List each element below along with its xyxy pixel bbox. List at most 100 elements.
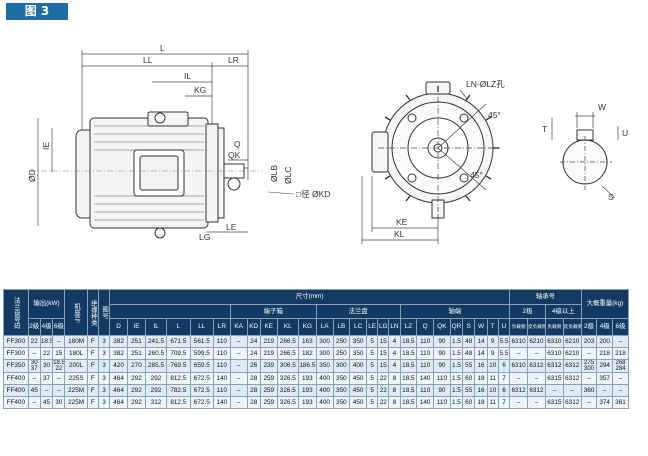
table-cell: 18.5	[399, 396, 418, 409]
table-cell: 382	[109, 347, 129, 360]
dim-angle-top: 45°	[488, 110, 501, 120]
table-cell: 6210	[562, 347, 582, 360]
table-cell: –	[611, 372, 630, 385]
table-cell: 8	[388, 372, 401, 385]
table-cell: –	[527, 347, 546, 360]
th-col-23: QR	[449, 318, 464, 336]
dim-LC: ØLC	[283, 167, 293, 184]
table-cell: 140	[416, 372, 435, 385]
table-cell: 6312	[562, 372, 582, 385]
th-bearing: 轴承号	[509, 289, 582, 305]
table-cell: FF300	[3, 347, 29, 360]
table-cell: 672.5	[189, 372, 215, 385]
table-cell: 350	[332, 396, 351, 409]
table-cell: 6310	[544, 335, 564, 348]
th-shaft: 轴端	[399, 304, 511, 319]
table-cell: 292	[127, 372, 146, 385]
table-cell: 300	[332, 359, 351, 373]
th-col-26: T	[486, 318, 499, 336]
table-cell: 15	[52, 347, 66, 360]
dim-L: L	[160, 43, 165, 53]
table-cell: 292	[144, 372, 168, 385]
table-cell: 251	[127, 335, 146, 348]
th-col-31: 反负载侧	[562, 318, 582, 336]
th-col-18: LG	[377, 318, 390, 336]
table-cell: 6312	[509, 384, 529, 397]
table-cell: 292	[127, 384, 146, 397]
table-cell: 22	[39, 347, 54, 360]
table-cell: 400	[349, 359, 368, 373]
table-cell: –	[229, 396, 248, 409]
table-cell: 15	[377, 359, 390, 373]
table-cell: 110	[213, 384, 231, 397]
table-cell: 6312	[527, 359, 546, 373]
table-cell: 420	[109, 359, 129, 373]
table-cell: F	[86, 359, 99, 373]
table-cell: 140	[416, 396, 435, 409]
table-cell: 659.5	[189, 359, 215, 373]
table-cell: 28	[246, 396, 261, 409]
figure-label: 图 3	[6, 3, 68, 20]
table-cell: –	[596, 384, 613, 397]
table-cell: 18	[474, 372, 488, 385]
dim-LL: LL	[143, 55, 153, 65]
dim-T: T	[542, 124, 547, 134]
th-col-33: 4级	[596, 318, 613, 336]
table-cell: 400	[315, 372, 334, 385]
table-cell: 8	[388, 384, 401, 397]
table-cell: –	[611, 384, 630, 397]
th-col-29: 反负载侧	[527, 318, 546, 336]
table-cell: 55	[462, 359, 476, 373]
dim-LE: LE	[226, 222, 237, 232]
table-cell: 163	[297, 335, 317, 348]
table-cell: 22	[27, 335, 41, 348]
th-col-32: 2极	[580, 318, 598, 336]
table-cell: 10	[486, 384, 499, 397]
th-col-14: LA	[315, 318, 334, 336]
th-col-25: W	[474, 318, 488, 336]
table-cell: 193	[297, 384, 317, 397]
table-cell: 9	[486, 335, 499, 348]
table-cell: 18.5	[399, 347, 418, 360]
table-cell: 37	[39, 372, 54, 385]
table-cell: 186.5	[297, 359, 317, 373]
table-cell: 239	[259, 359, 278, 373]
table-cell: 270	[127, 359, 146, 373]
table-cell: 30	[39, 359, 54, 373]
th-model: 法兰盘号码	[3, 289, 29, 336]
table-cell: 110	[416, 384, 435, 397]
th-col-0: 2级	[27, 318, 41, 336]
table-cell: 48	[462, 347, 476, 360]
th-weight: 大概重量(kg)	[580, 289, 630, 319]
table-cell: 326.5	[276, 372, 299, 385]
table-cell: 672.5	[189, 396, 215, 409]
th-col-34: 6级	[611, 318, 630, 336]
th-col-7: LL	[189, 318, 215, 336]
th-output: 输出(kW)	[27, 289, 66, 319]
table-cell: 110	[416, 347, 435, 360]
th-col-12: KL	[276, 318, 299, 336]
dim-angle-bottom: 45°	[470, 170, 483, 180]
dim-LG: LG	[199, 232, 210, 242]
dim-D: ØD	[27, 169, 37, 182]
dim-IE: IE	[41, 142, 51, 150]
th-col-2: 6级	[52, 318, 66, 336]
table-cell: 6310	[509, 359, 529, 373]
table-cell: 3	[97, 359, 111, 373]
table-cell: 5	[366, 384, 379, 397]
table-cell: –	[27, 347, 41, 360]
table-cell: –	[562, 384, 582, 397]
table-cell: –	[611, 335, 630, 348]
table-cell: 182	[297, 347, 317, 360]
table-cell: 219	[259, 347, 278, 360]
table-cell: 6	[497, 359, 511, 373]
table-cell: 18.5 22	[52, 359, 66, 373]
table-cell: 22	[377, 384, 390, 397]
table-cell: 225M	[64, 384, 88, 397]
th-col-4: IE	[127, 318, 146, 336]
table-cell: 3	[97, 347, 111, 360]
table-cell: 464	[109, 372, 129, 385]
table-cell: 90	[433, 347, 451, 360]
